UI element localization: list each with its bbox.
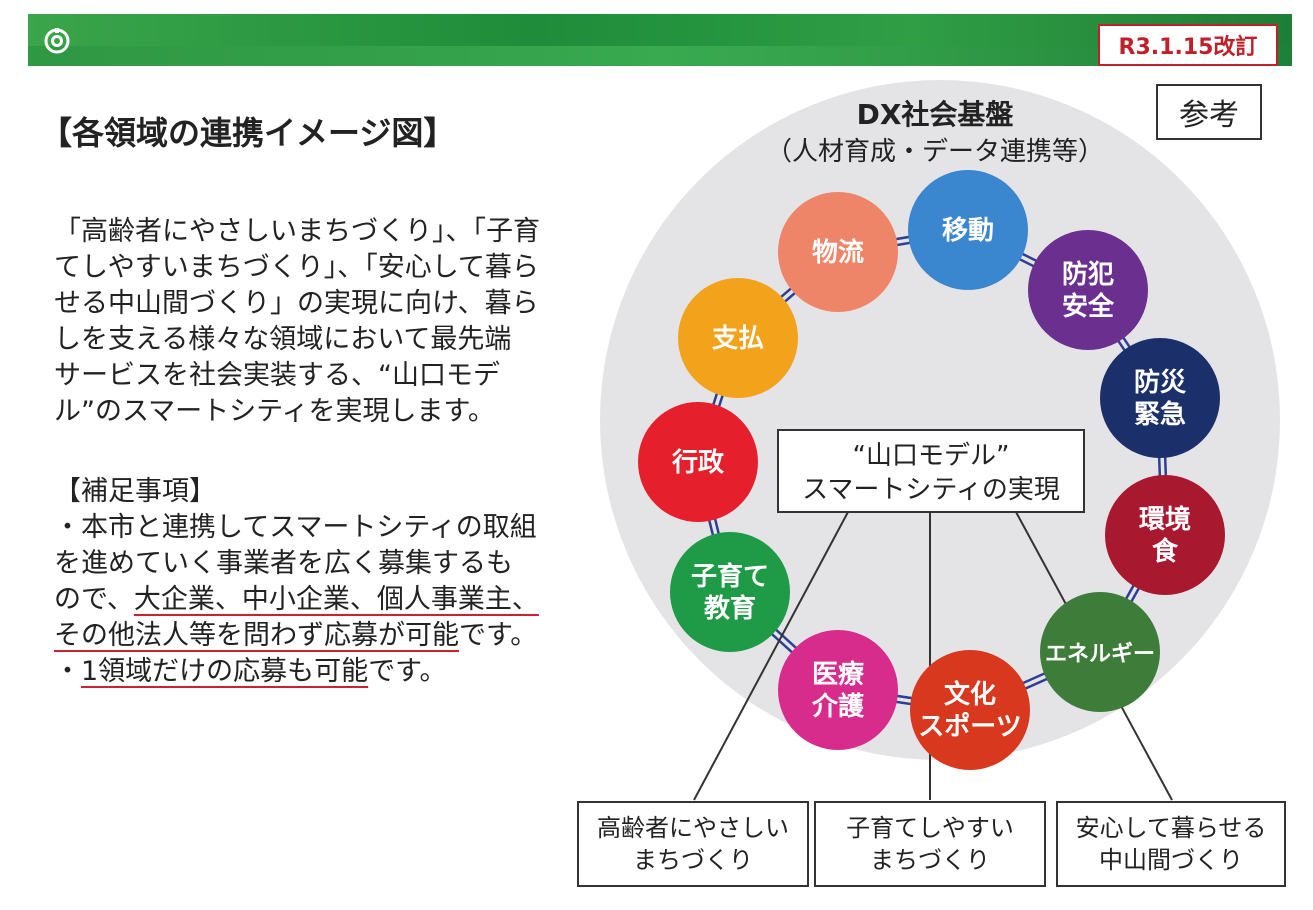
domain-label: 介護 bbox=[811, 691, 865, 722]
supplement-section: 【補足事項】 ・本市と連携してスマートシティの取組 を進めていく事業者を広く募集… bbox=[54, 474, 539, 690]
domain-label: 医療 bbox=[812, 660, 865, 690]
domain-label: 物流 bbox=[812, 238, 864, 268]
goal-label: まちづくり bbox=[633, 846, 753, 874]
domain-circle: 移動 bbox=[908, 170, 1028, 290]
domain-label: 教育 bbox=[704, 593, 756, 624]
goal-label: 安心して暮らせる bbox=[1076, 814, 1267, 842]
domain-label: 環境 bbox=[1139, 504, 1191, 535]
page-title: 【各領域の連携イメージ図】 bbox=[40, 114, 456, 152]
foundation-subtitle: （人材育成・データ連携等） bbox=[766, 137, 1104, 167]
domain-circle: 物流 bbox=[778, 192, 898, 312]
goal-label: まちづくり bbox=[870, 846, 990, 874]
domain-label: エネルギー bbox=[1045, 642, 1155, 667]
supplement-line: ・本市と連携してスマートシティの取組 bbox=[54, 512, 537, 543]
supplement-line: その他法人等を問わず応募が可能です。 bbox=[54, 620, 538, 651]
intro-line: ル”のスマートシティを実現します。 bbox=[54, 396, 495, 427]
underlined-text: 大企業、中小企業、個人事業主、 bbox=[133, 584, 539, 615]
domain-circle: 環境食 bbox=[1105, 475, 1225, 595]
goal-label: 高齢者にやさしい bbox=[597, 814, 789, 842]
city-logo-icon bbox=[44, 28, 70, 54]
domain-label: 緊急 bbox=[1134, 400, 1186, 430]
intro-line: せる中山間づくり」の実現に向け、暮ら bbox=[54, 288, 539, 319]
underlined-text: その他法人等を問わず応募が可能 bbox=[54, 620, 459, 651]
domain-label: 子育て bbox=[691, 561, 769, 592]
domain-label: スポーツ bbox=[918, 711, 1021, 742]
header-band bbox=[28, 46, 1292, 66]
supplement-line: ので、大企業、中小企業、個人事業主、 bbox=[54, 584, 539, 615]
supplement-heading: 【補足事項】 bbox=[54, 476, 216, 507]
center-title: “山口モデル” bbox=[853, 441, 1010, 471]
domain-label: 文化 bbox=[944, 679, 996, 710]
domain-label: 防犯 bbox=[1062, 260, 1114, 290]
domain-circle: エネルギー bbox=[1040, 592, 1160, 712]
domain-label: 防災 bbox=[1134, 368, 1187, 398]
reference-label: 参考 bbox=[1156, 84, 1262, 140]
underlined-text: 1領域だけの応募も可能 bbox=[81, 656, 369, 687]
goal-label: 子育てしやすい bbox=[846, 814, 1014, 842]
center-subtitle: スマートシティの実現 bbox=[802, 475, 1060, 505]
supplement-line: を進めていく事業者を広く募集するも bbox=[54, 548, 513, 579]
domain-label: 安全 bbox=[1062, 291, 1115, 322]
intro-line: てしやすいまちづくり」、「安心して暮ら bbox=[54, 252, 539, 283]
revision-badge: R3.1.15改訂 bbox=[1098, 24, 1278, 66]
domain-circle: 行政 bbox=[638, 402, 758, 522]
intro-line: しを支える様々な領域において最先端 bbox=[54, 324, 512, 355]
intro-paragraph: 「高齢者にやさしいまちづくり」、「子育 てしやすいまちづくり」、「安心して暮ら … bbox=[54, 214, 540, 430]
goal-box: 高齢者にやさしいまちづくり bbox=[577, 801, 809, 887]
domain-label: 行政 bbox=[671, 447, 724, 478]
intro-line: 「高齢者にやさしいまちづくり」、「子育 bbox=[54, 216, 540, 247]
domain-label: 食 bbox=[1152, 536, 1179, 567]
goal-label: 中山間づくり bbox=[1099, 846, 1243, 874]
center-box: “山口モデル” スマートシティの実現 bbox=[777, 429, 1085, 513]
supplement-line: ・1領域だけの応募も可能です。 bbox=[54, 656, 447, 687]
goal-connector bbox=[693, 511, 849, 801]
foundation-title: DX社会基盤 bbox=[857, 98, 1015, 131]
domain-label: 移動 bbox=[942, 216, 994, 246]
domain-label: 支払 bbox=[712, 324, 764, 354]
header-bar bbox=[28, 14, 1292, 66]
intro-line: サービスを社会実装する、“山口モデ bbox=[54, 360, 500, 391]
domain-circle: 支払 bbox=[678, 278, 798, 398]
